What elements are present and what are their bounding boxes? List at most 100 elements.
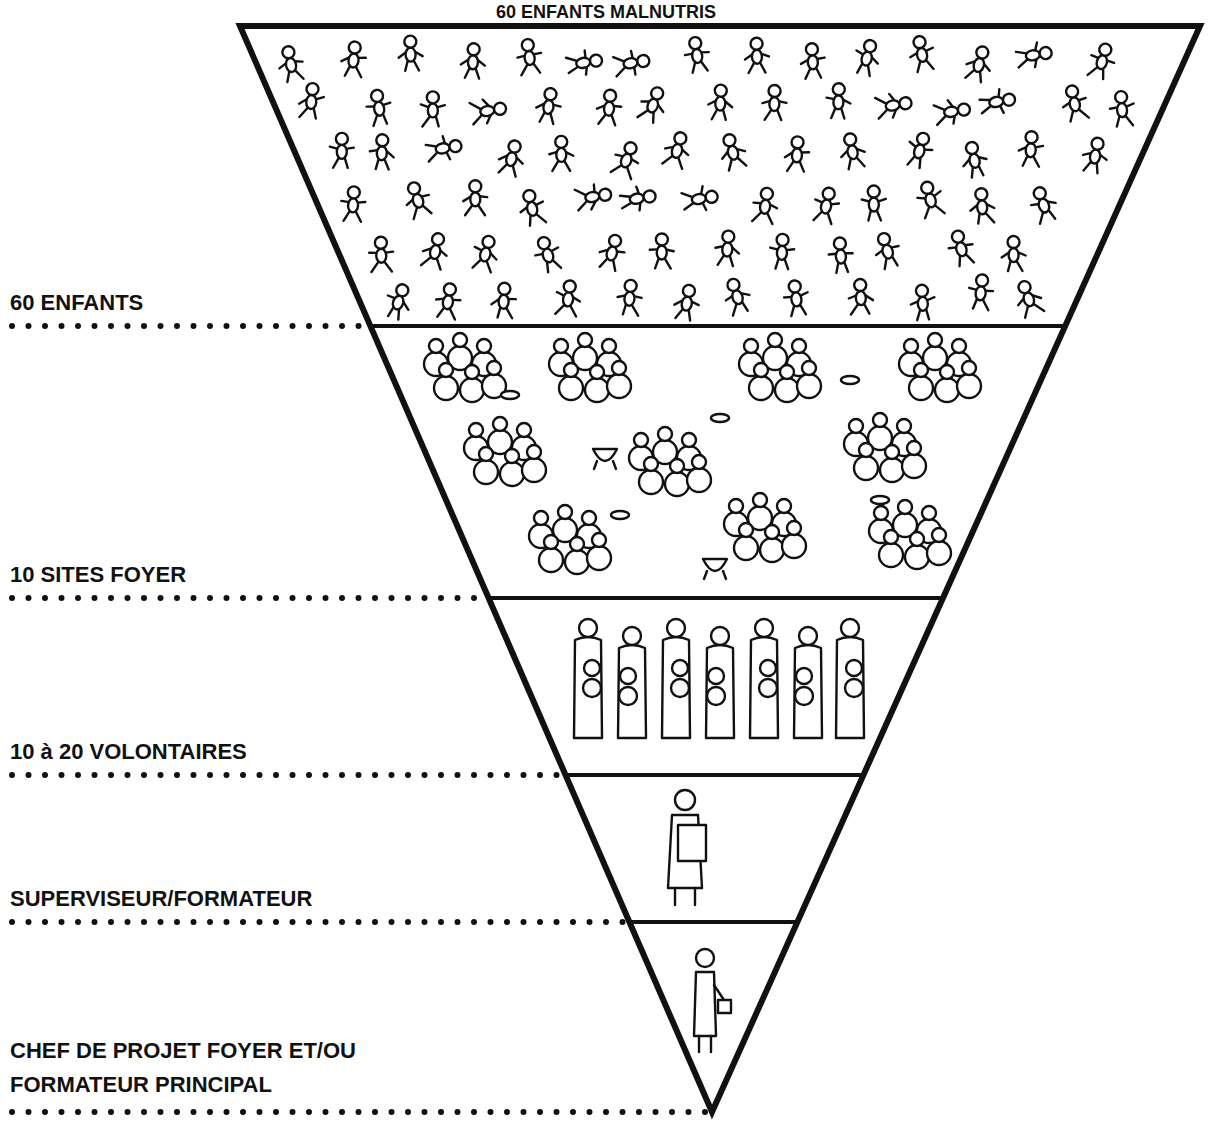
child-figure: [1109, 90, 1135, 127]
child-figure: [827, 237, 854, 274]
child-figure: [516, 188, 547, 227]
child-figure: [1086, 41, 1118, 81]
child-figure: [720, 275, 754, 316]
dotted-leader: [12, 323, 366, 329]
band-divider: [370, 324, 1065, 328]
child-figure: [762, 85, 787, 120]
seated-group: [464, 417, 546, 486]
cooking-pot: [593, 449, 617, 469]
child-figure: [549, 136, 573, 171]
child-figure: [871, 230, 904, 270]
child-figure: [610, 139, 644, 180]
level-label: 10 SITES FOYER: [10, 558, 370, 592]
child-figure: [708, 84, 733, 120]
seated-group: [549, 333, 631, 402]
child-figure: [469, 96, 508, 126]
seated-group: [629, 427, 711, 496]
child-figure: [463, 180, 487, 215]
child-figure: [616, 279, 643, 316]
figures: [275, 34, 1135, 1052]
child-figure: [782, 279, 810, 317]
level-label: 10 à 20 VOLONTAIRES: [10, 735, 430, 769]
child-figure: [907, 34, 937, 73]
band-divider: [566, 773, 864, 777]
child-figure: [574, 182, 613, 212]
seated-group: [724, 493, 806, 562]
cooking-pot: [703, 559, 727, 579]
child-figure: [369, 236, 394, 272]
child-figure: [967, 273, 995, 311]
supervisor-figure: [668, 790, 706, 905]
child-figure: [596, 232, 628, 272]
child-figure: [933, 97, 972, 127]
child-figure: [596, 89, 623, 126]
child-figure: [910, 284, 936, 321]
child-figure: [963, 43, 996, 83]
child-figure: [1002, 236, 1026, 271]
child-figure: [531, 234, 565, 275]
child-figure: [613, 48, 652, 78]
volunteer-figure: [662, 619, 690, 738]
child-figure: [769, 233, 795, 269]
child-figure: [851, 37, 883, 77]
child-figure: [340, 40, 367, 77]
child-figure: [340, 186, 366, 222]
child-figure: [716, 131, 749, 171]
volunteer-figure: [706, 627, 734, 738]
seated-group: [899, 333, 981, 402]
child-figure: [401, 179, 435, 220]
child-figure: [811, 185, 842, 224]
child-figure: [1080, 136, 1110, 175]
child-figure: [714, 230, 741, 267]
child-figure: [382, 281, 416, 322]
child-figure: [364, 88, 393, 126]
child-figure: [945, 228, 977, 268]
child-figure: [369, 134, 394, 170]
child-figure: [1011, 277, 1045, 318]
child-figure: [421, 91, 445, 126]
volunteer-figure: [794, 627, 822, 738]
child-figure: [837, 131, 867, 170]
child-figure: [903, 130, 936, 170]
child-figure: [744, 37, 769, 73]
level-label: SUPERVISEUR/FORMATEUR: [10, 882, 450, 916]
child-figure: [1059, 83, 1090, 122]
child-figure: [534, 86, 563, 124]
child-figure: [826, 83, 851, 119]
seated-group: [844, 413, 926, 482]
seated-group: [739, 333, 821, 402]
child-figure: [636, 84, 670, 125]
child-figure: [978, 87, 1017, 117]
band-divider: [489, 596, 943, 600]
child-figure: [751, 186, 780, 224]
child-figure: [875, 90, 914, 120]
child-figure: [784, 136, 810, 172]
child-figure: [420, 231, 451, 270]
child-figure: [914, 179, 946, 219]
child-figure: [672, 283, 702, 322]
child-figure: [1026, 184, 1060, 225]
seated-group: [529, 505, 611, 574]
bowl: [871, 496, 889, 504]
child-figure: [682, 35, 711, 73]
child-figure: [969, 187, 995, 224]
dotted-leader: [12, 772, 562, 778]
child-figure: [434, 282, 463, 320]
volunteer-figure: [836, 619, 864, 738]
child-figure: [460, 43, 486, 79]
child-figure: [330, 133, 354, 168]
child-figure: [398, 35, 423, 71]
volunteer-figure: [574, 619, 602, 738]
child-figure: [515, 37, 544, 75]
child-figure: [661, 129, 693, 169]
bowl: [841, 376, 859, 384]
level-label: 60 ENFANTS: [10, 286, 350, 320]
child-figure: [848, 278, 874, 314]
child-figure: [491, 282, 517, 318]
seated-group: [869, 500, 951, 569]
child-figure: [1015, 40, 1054, 70]
dotted-leader: [12, 919, 625, 925]
child-figure: [275, 44, 306, 83]
child-figure: [425, 133, 464, 163]
volunteer-figure: [750, 619, 778, 738]
